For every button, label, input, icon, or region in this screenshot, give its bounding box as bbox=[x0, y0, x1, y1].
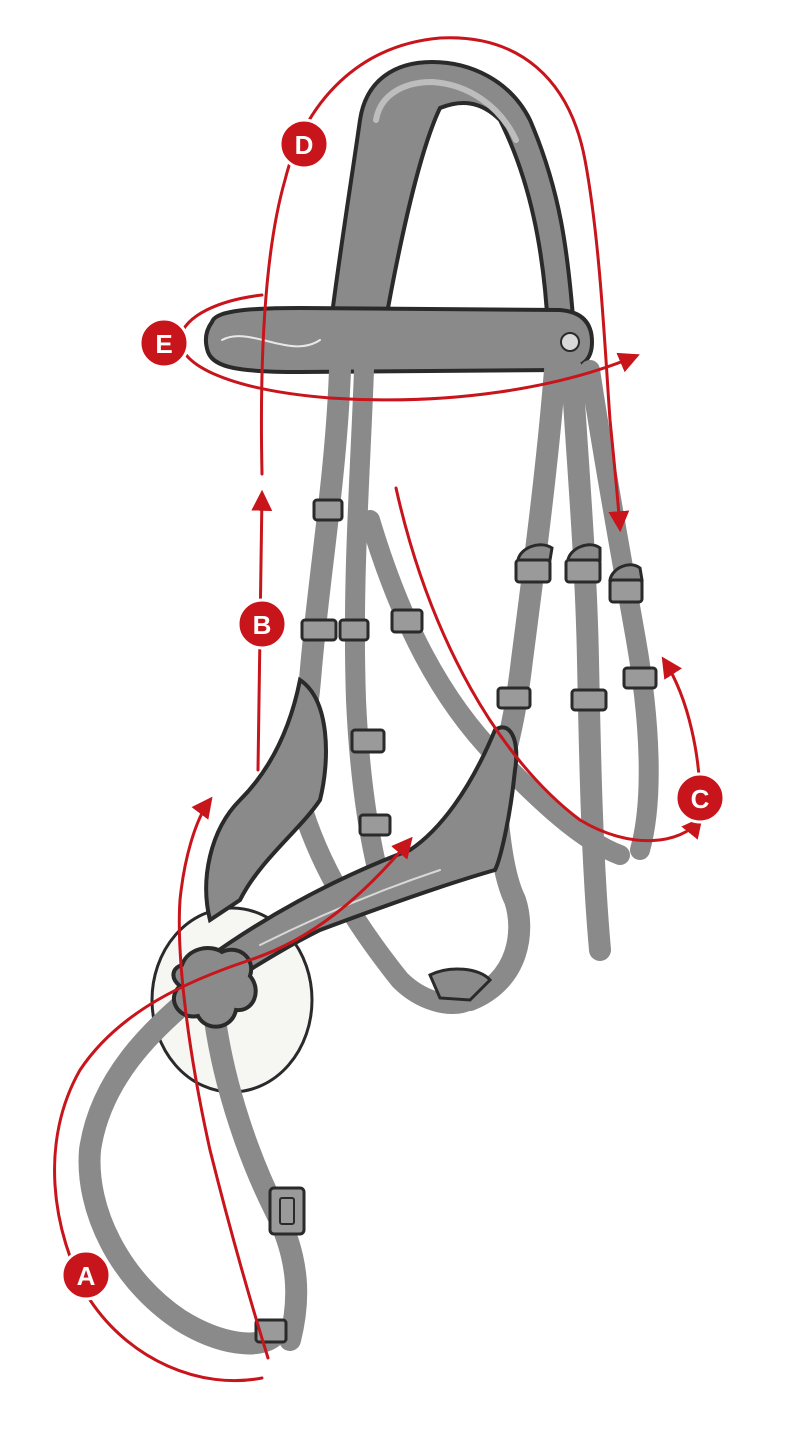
marker-a-label: A bbox=[77, 1261, 96, 1291]
keeper bbox=[300, 618, 338, 642]
strap-tip bbox=[516, 543, 554, 562]
strap-tip bbox=[608, 563, 644, 582]
measure-line-e bbox=[178, 293, 640, 402]
measure-line-d bbox=[259, 36, 630, 533]
keeper bbox=[622, 666, 658, 690]
bridle-illustration bbox=[78, 59, 659, 1355]
noseband-rosette bbox=[171, 946, 258, 1029]
cheekpiece-right-inner bbox=[580, 360, 659, 860]
marker-e-label: E bbox=[155, 329, 172, 359]
measure-line-a-upper bbox=[177, 796, 270, 1360]
noseband-left-flap bbox=[204, 676, 328, 924]
cheekpiece-right-middle bbox=[561, 359, 611, 961]
marker-d-label: D bbox=[295, 130, 314, 160]
keeper bbox=[338, 618, 370, 642]
marker-c: C bbox=[674, 772, 726, 824]
keeper bbox=[350, 728, 386, 754]
measure-line-c bbox=[394, 486, 703, 843]
keeper bbox=[564, 558, 602, 584]
marker-a: A bbox=[60, 1249, 112, 1301]
marker-b: B bbox=[236, 598, 288, 650]
noseband-upper-cross bbox=[202, 725, 519, 988]
headpiece bbox=[327, 59, 577, 332]
buckle-prong bbox=[279, 1197, 295, 1225]
headpiece-highlight bbox=[373, 79, 519, 143]
keeper bbox=[358, 813, 392, 837]
chin-strap bbox=[290, 790, 480, 1014]
keeper bbox=[390, 608, 424, 634]
keeper bbox=[254, 1318, 288, 1344]
measure-line-a bbox=[53, 836, 413, 1383]
letter-markers: D E B C A bbox=[60, 118, 726, 1301]
keeper bbox=[570, 688, 608, 712]
buckle bbox=[268, 1186, 306, 1236]
keeper bbox=[496, 686, 532, 710]
chin-buckle bbox=[428, 967, 493, 1002]
marker-c-label: C bbox=[691, 784, 710, 814]
marker-e: E bbox=[138, 317, 190, 369]
browband-stitching bbox=[221, 335, 321, 348]
strap-tip bbox=[566, 543, 602, 562]
marker-d: D bbox=[278, 118, 330, 170]
browband-button bbox=[560, 332, 580, 352]
noseband-lower-loop bbox=[78, 979, 286, 1355]
keeper bbox=[608, 578, 644, 604]
keeper bbox=[312, 498, 344, 522]
marker-b-label: B bbox=[253, 610, 272, 640]
measurement-lines bbox=[53, 36, 703, 1383]
keeper bbox=[514, 558, 552, 584]
